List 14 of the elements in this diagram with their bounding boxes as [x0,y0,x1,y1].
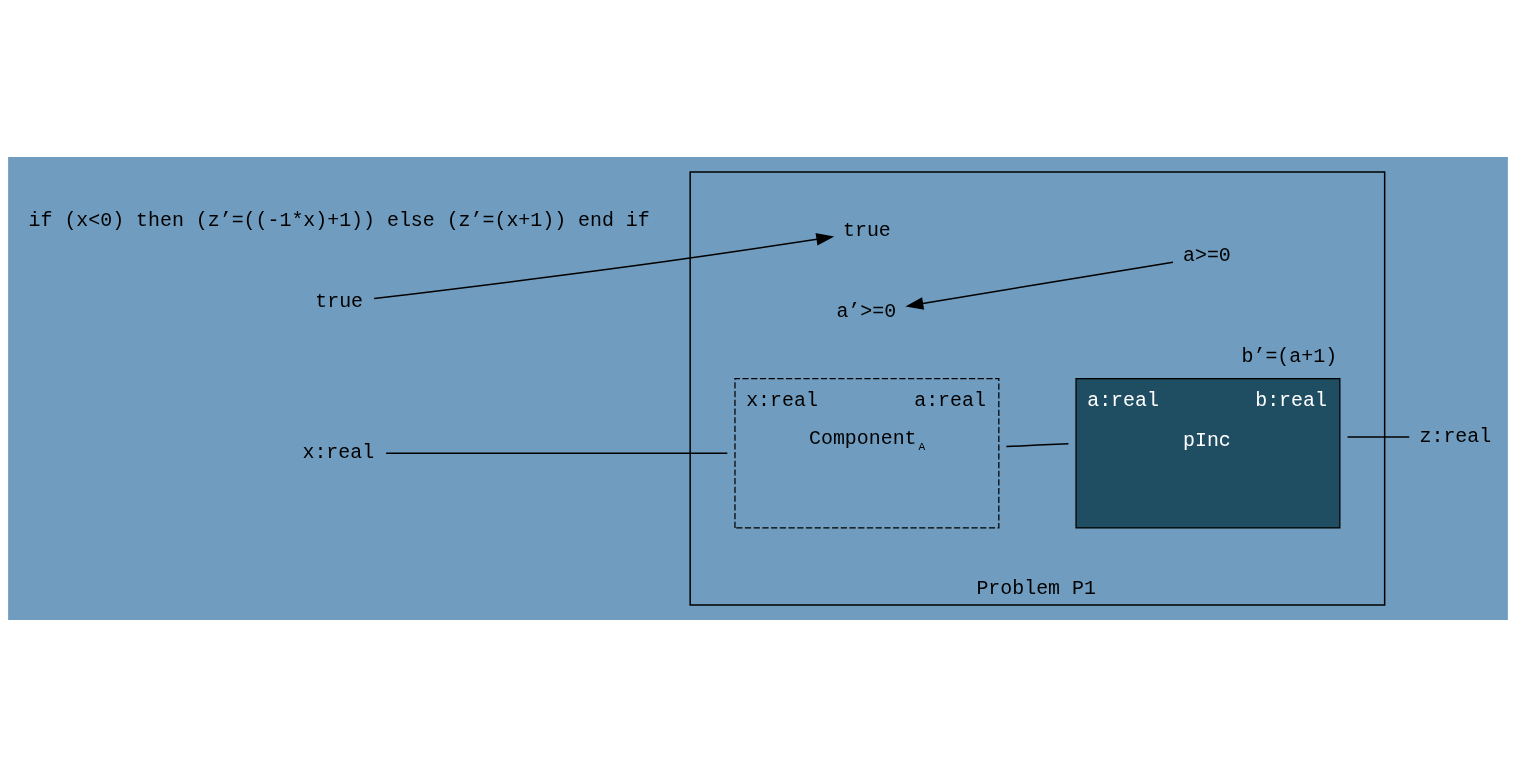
node-text: a’>=0 [836,300,897,324]
connector [385,452,729,454]
connector [1005,442,1070,448]
node-text: true [843,219,891,243]
arrow [373,233,835,300]
node-box: x:real a:real Component$_{A}$ [734,377,1000,529]
node-label: b’=(a+1) [1241,345,1338,369]
node-text: a>=0 [1183,244,1231,268]
label: if (x<0) then (z’=((-1*x)+1)) else (z’=(x+1)) end if [28,209,650,233]
node-text: z:real [1419,424,1492,448]
node-text: x:real [302,440,375,464]
arrow [905,261,1174,310]
connector [1346,436,1411,438]
node-text: true [315,290,364,314]
